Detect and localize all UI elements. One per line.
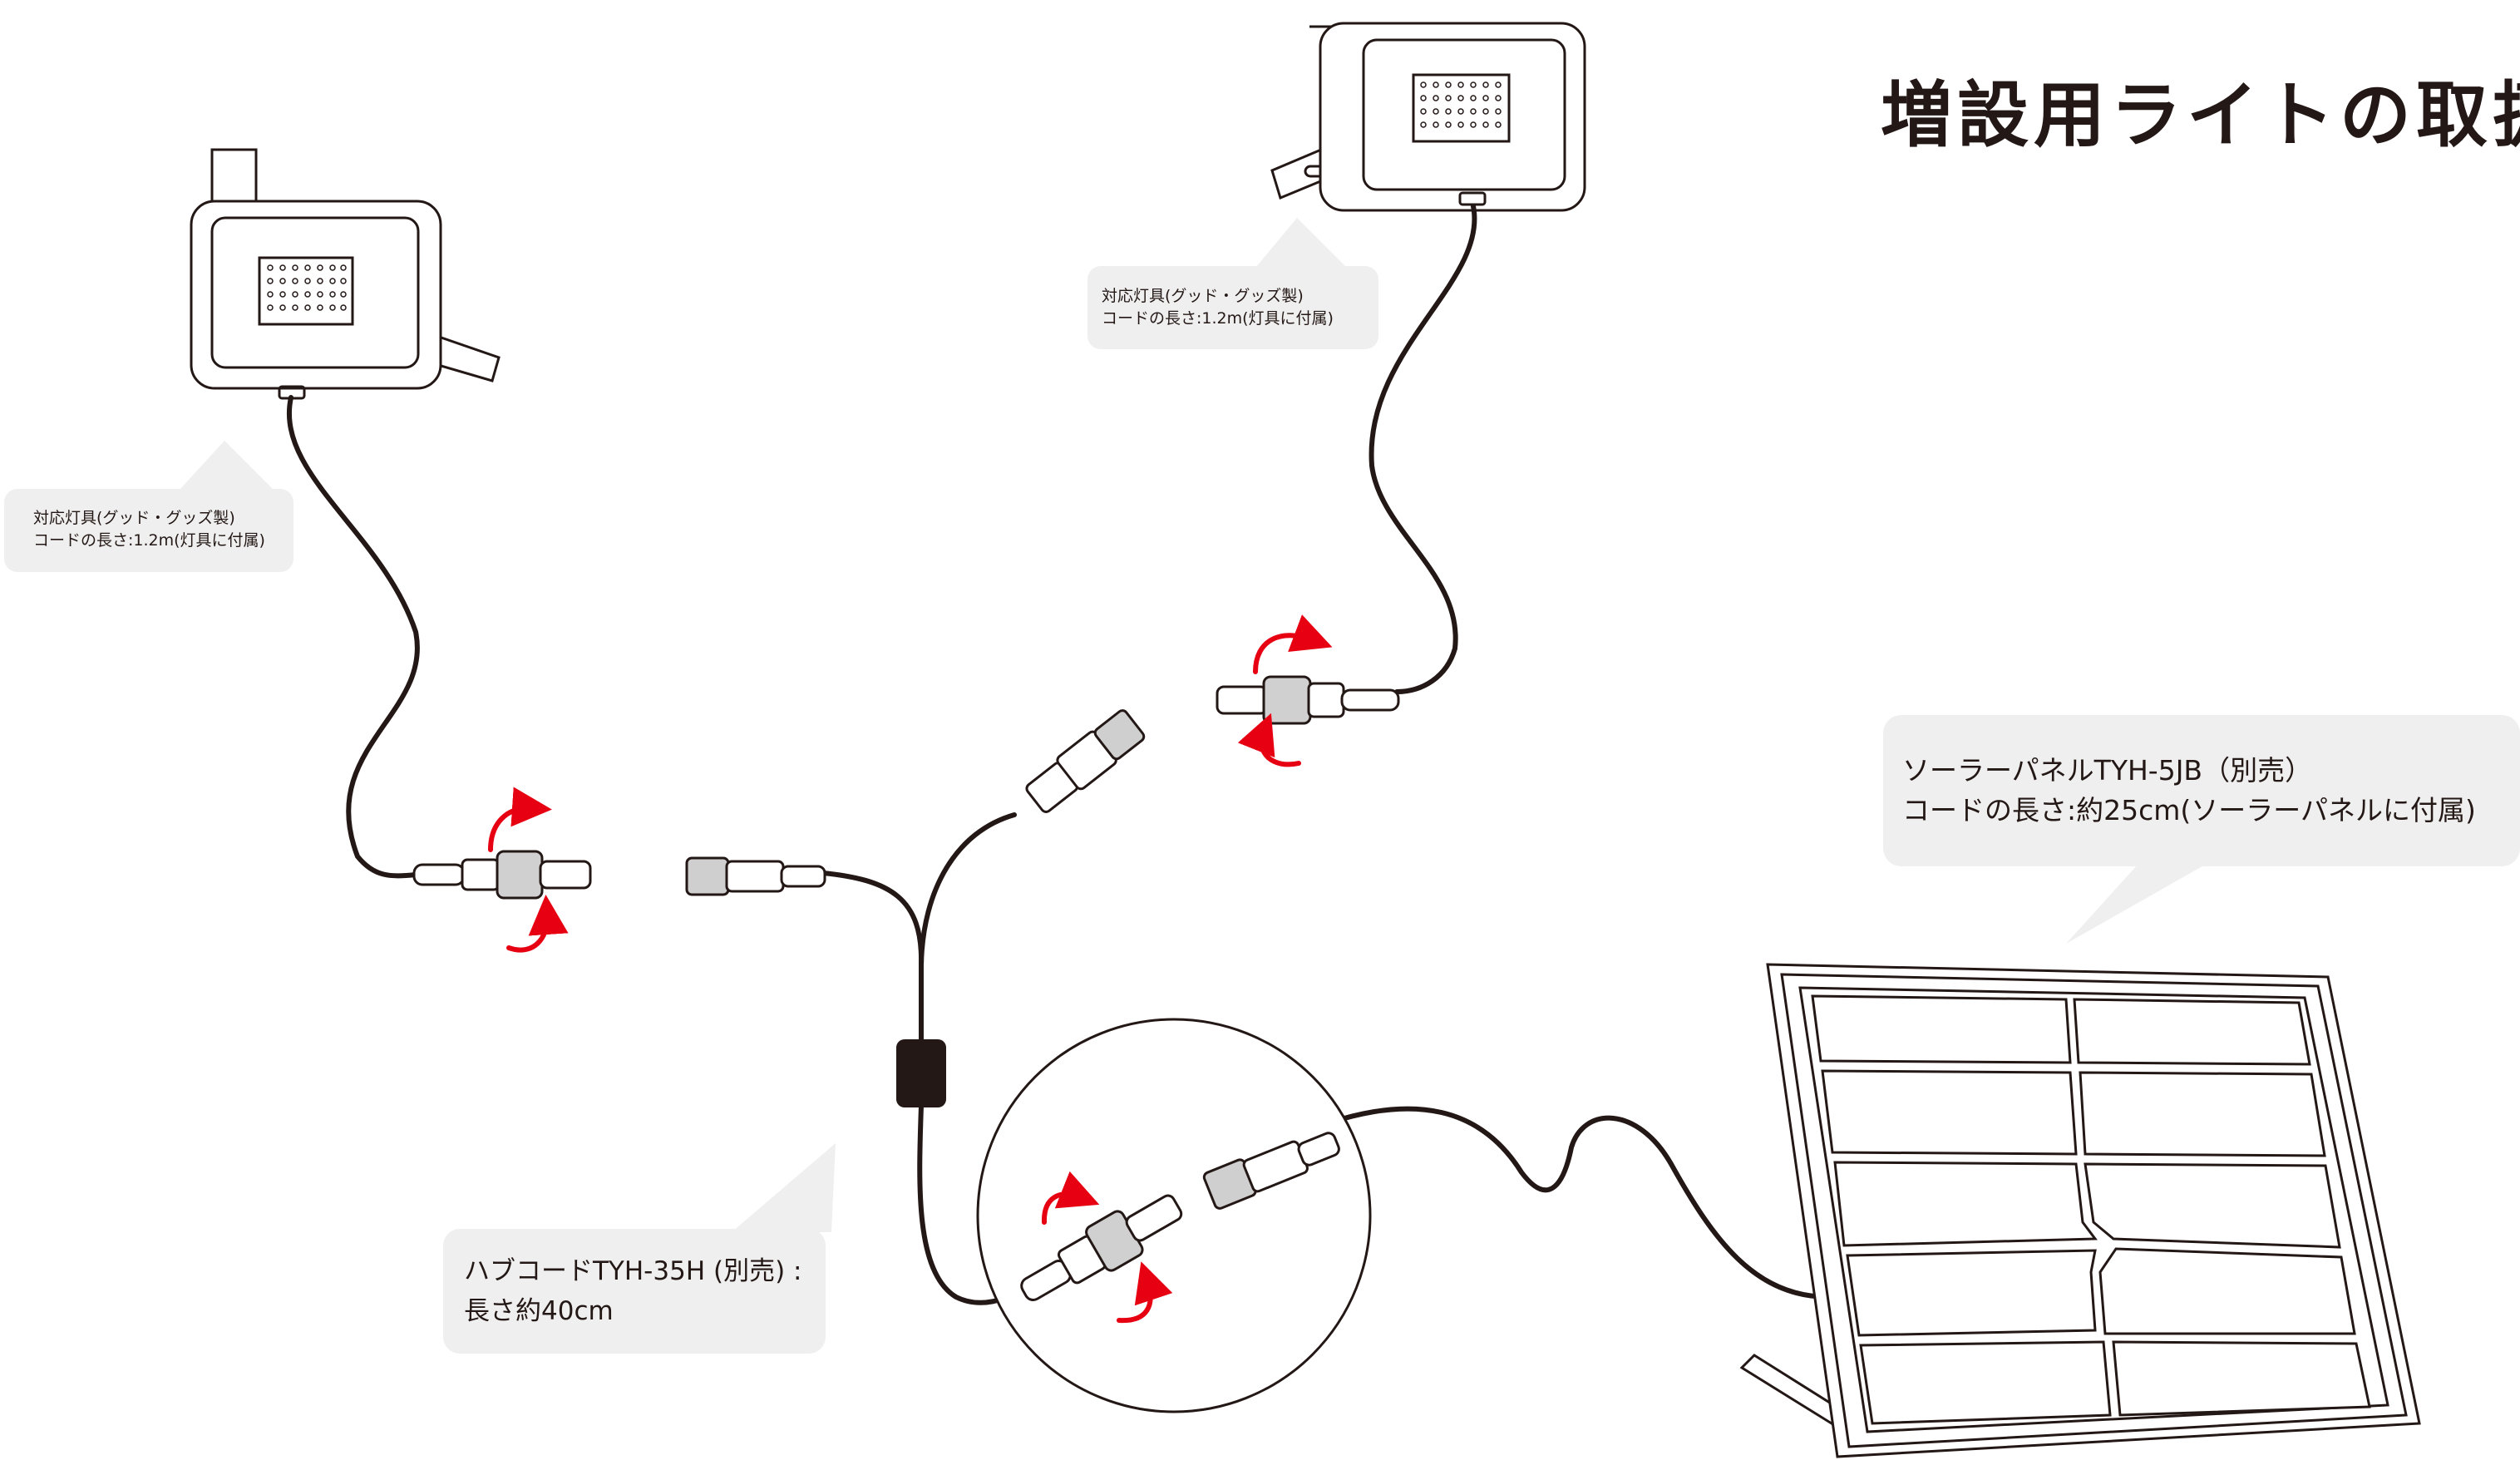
cable-solar-panel [1328, 1106, 1832, 1300]
detail-magnifier [976, 1018, 1372, 1413]
rotate-arrow-left-top [488, 787, 552, 852]
hub-cable-right-branch [919, 812, 1017, 967]
connector-detail-male [1020, 1194, 1183, 1301]
callout-light-left-line1: 対応灯具(グッド・グッズ製) [33, 509, 235, 527]
callout-bubble-light-left [4, 441, 293, 572]
callout-bubble-hub-cord [443, 1143, 836, 1354]
connector-left-male [412, 850, 592, 900]
rotate-arrow-left-bottom [506, 895, 569, 953]
callout-light-right: 対応灯具(グッド・グッズ製) コードの長さ:1.2m(灯具に付属) [1102, 285, 1334, 330]
rotate-arrow-detail-bottom [1117, 1261, 1173, 1324]
page-title: 増設用ライトの取扱 [1881, 74, 2520, 157]
flood-light-right [1270, 22, 1586, 212]
callout-hub-cord-line1: ハブコードTYH-35H (別売) : [464, 1256, 802, 1286]
callout-light-right-line2: コードの長さ:1.2m(灯具に付属) [1102, 309, 1334, 328]
cable-light-right [1368, 204, 1477, 694]
connector-hub-female-right [1025, 709, 1146, 813]
hub-junction-box [896, 1039, 946, 1107]
callout-solar-panel-line2: コードの長さ:約25cm(ソーラーパネルに付属) [1902, 794, 2476, 826]
led-array-left [267, 264, 347, 311]
callout-bubble-light-right [1087, 218, 1378, 349]
hub-cable-left-branch [821, 871, 925, 1042]
callout-bubble-solar-panel [1883, 715, 2520, 944]
callout-light-left-line2: コードの長さ:1.2m(灯具に付属) [33, 531, 265, 550]
solar-cells [1811, 994, 2371, 1425]
rotation-arrows [488, 614, 1333, 1324]
rotate-arrow-detail-top [1041, 1171, 1100, 1225]
callout-solar-panel: ソーラーパネルTYH-5JB（別売） コードの長さ:約25cm(ソーラーパネルに… [1902, 751, 2476, 831]
callout-light-left: 対応灯具(グッド・グッズ製) コードの長さ:1.2m(灯具に付属) [33, 507, 265, 552]
connector-hub-female-left [685, 856, 826, 896]
flood-light-left [190, 148, 501, 400]
rotate-arrow-right-bottom [1237, 713, 1301, 767]
solar-panel [1739, 963, 2421, 1458]
callout-hub-cord: ハブコードTYH-35H (別売) : 長さ約40cm [464, 1251, 801, 1331]
cable-light-left [287, 395, 420, 879]
led-array-right [1420, 81, 1502, 128]
callout-hub-cord-line2: 長さ約40cm [464, 1296, 614, 1326]
rotate-arrow-right-top [1253, 614, 1333, 674]
connector-detail-female [1202, 1132, 1340, 1210]
connector-right-male [1216, 675, 1400, 725]
callout-solar-panel-line1: ソーラーパネルTYH-5JB（別売） [1902, 754, 2313, 787]
callout-light-right-line1: 対応灯具(グッド・グッズ製) [1102, 287, 1304, 305]
